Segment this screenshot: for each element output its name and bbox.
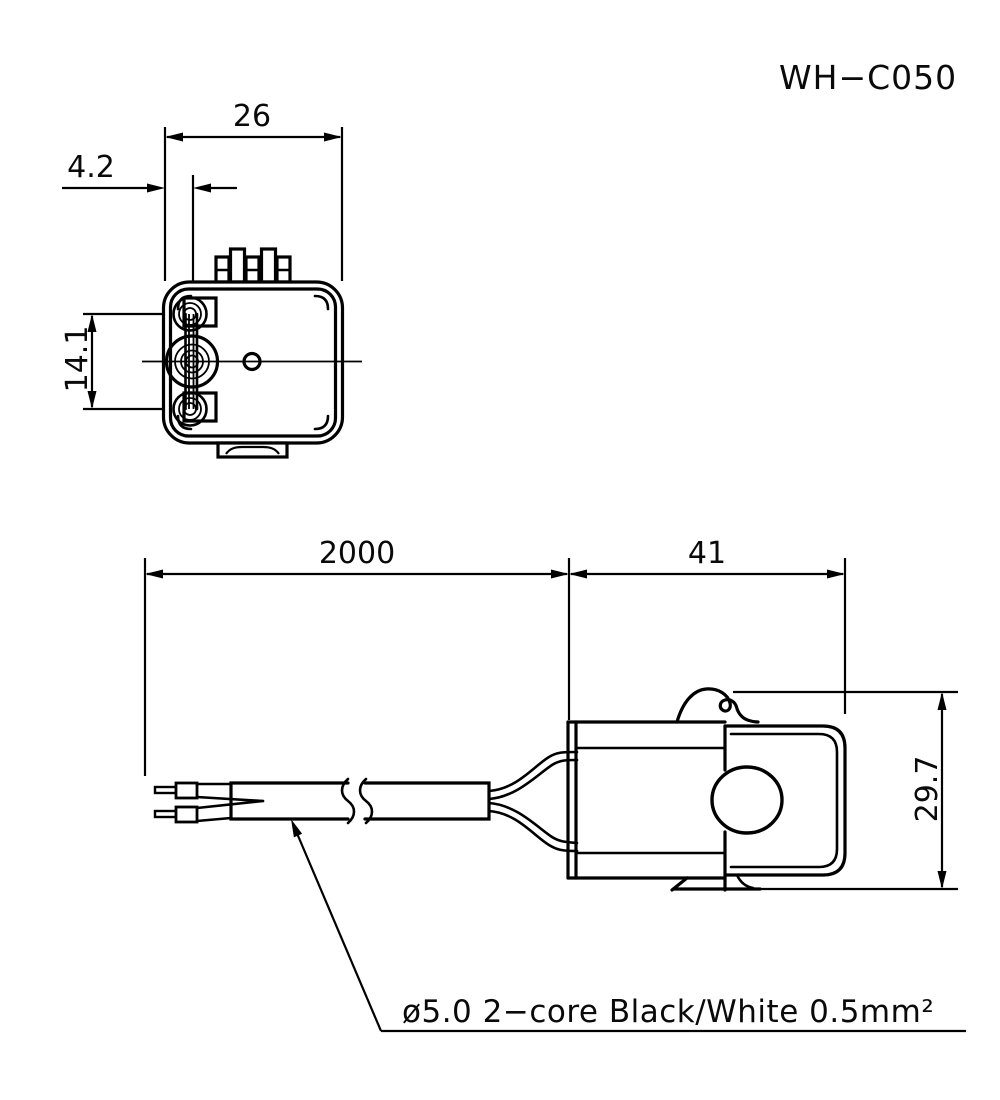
arrowhead (87, 314, 97, 332)
contact-bottom (172, 391, 208, 427)
terminal-prongs (214, 247, 292, 284)
wire-split (487, 750, 579, 853)
clamp-outline (723, 724, 847, 877)
arrowhead (145, 569, 163, 579)
cable-break (340, 777, 356, 825)
mounting-tab (216, 441, 289, 459)
leader-line (294, 830, 383, 1032)
sensor-body (566, 687, 847, 892)
inner-corner-arc (313, 294, 330, 311)
dim-41-label: 41 (688, 536, 726, 571)
drawing-title: WH−C050 (779, 58, 957, 97)
contact-top (172, 296, 208, 332)
cable-assembly (153, 750, 579, 853)
dim-4-2-label: 4.2 (67, 150, 115, 185)
cable-jacket (229, 777, 491, 825)
inner-corner-arc (176, 414, 193, 431)
wire-ends (153, 781, 265, 824)
clamp-inner-line (729, 732, 839, 869)
dim-26: 26 (163, 99, 344, 281)
top-view: 26 4.2 14.1 (60, 99, 362, 459)
dim-41: 41 (569, 536, 847, 714)
inner-corner-arc (313, 414, 330, 431)
arrowhead (291, 819, 303, 838)
clamp-hole (710, 765, 784, 835)
dim-14-1-label: 14.1 (60, 326, 95, 393)
dim-2000-label: 2000 (319, 536, 395, 571)
arrowhead (165, 132, 183, 142)
connector-body-top-view (161, 280, 345, 445)
hump (675, 687, 760, 724)
dim-29-7-label: 29.7 (910, 756, 945, 823)
arrowhead (551, 569, 569, 579)
arrowhead (147, 183, 165, 193)
dim-14-1: 14.1 (60, 312, 205, 411)
arrowhead (937, 692, 947, 710)
cable-break (358, 777, 374, 825)
arrowhead (87, 391, 97, 409)
arrowhead (324, 132, 342, 142)
dim-29-7: 29.7 (674, 690, 958, 891)
cable-spec-label: ø5.0 2−core Black/White 0.5mm² (402, 994, 934, 1030)
arrowhead (937, 871, 947, 889)
cable-spec-note: ø5.0 2−core Black/White 0.5mm² (291, 819, 966, 1033)
arrowhead (827, 569, 845, 579)
arrowhead (569, 569, 587, 579)
dim-26-label: 26 (233, 99, 271, 134)
dim-2000: 2000 (143, 536, 571, 776)
side-view: 2000 41 29.7 (143, 536, 966, 1033)
dim-4-2: 4.2 (62, 150, 237, 281)
arrowhead (193, 183, 211, 193)
